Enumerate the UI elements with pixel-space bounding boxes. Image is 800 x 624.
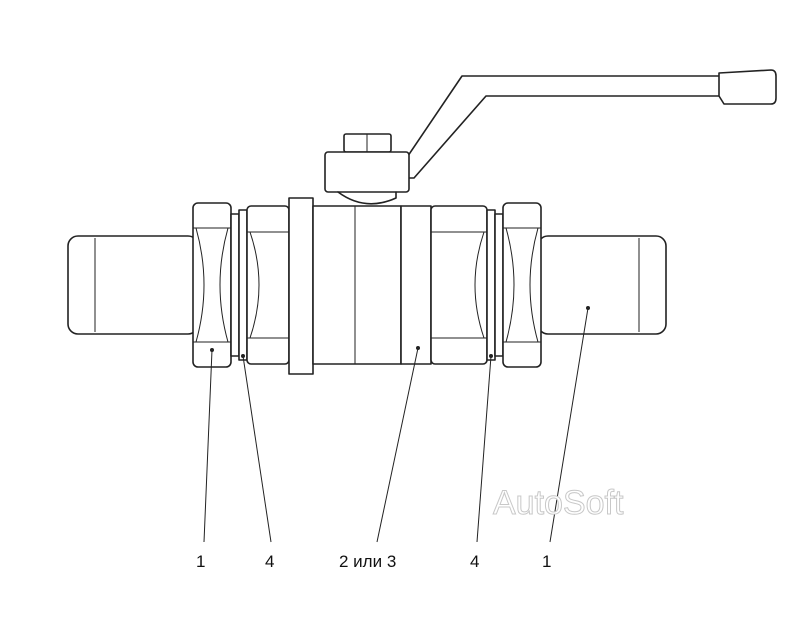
valve-stem [324, 133, 410, 205]
watermark-text: AutoSoft [493, 484, 624, 522]
right-gasket [486, 209, 504, 361]
callout-left-gasket: 4 [265, 552, 274, 571]
body-left-collar [288, 197, 314, 375]
callout-valve-body: 2 или 3 [339, 552, 396, 571]
valve-handle [392, 69, 777, 179]
callout-left-pipe-fitting: 1 [196, 552, 205, 571]
callout-right-pipe-fitting: 1 [542, 552, 551, 571]
left-pipe [67, 235, 199, 335]
callout-right-gasket: 4 [470, 552, 479, 571]
body-right-collar [400, 205, 432, 365]
body-right-hex [430, 205, 488, 365]
right-union-nut [502, 202, 542, 368]
left-gasket [230, 209, 248, 361]
leader-lines [203, 306, 590, 543]
right-pipe [537, 235, 667, 335]
left-union-nut [192, 202, 232, 368]
body-left-hex [246, 205, 290, 365]
valve-body [312, 205, 402, 365]
